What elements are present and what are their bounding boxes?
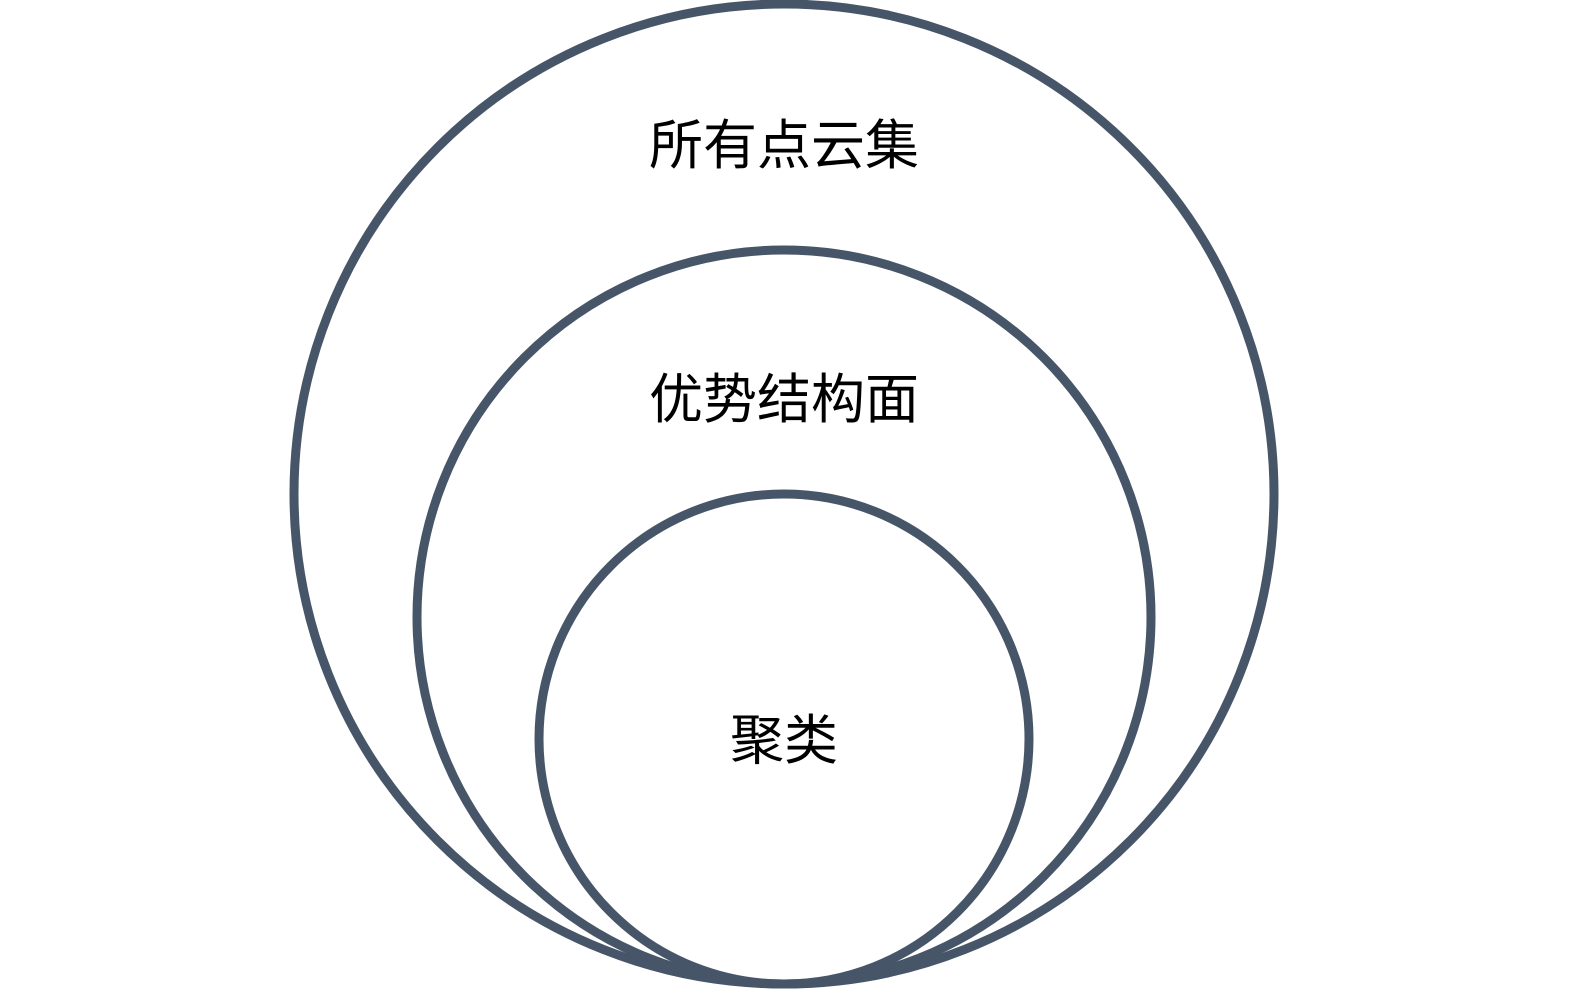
middle-circle-dominant-structural-planes <box>412 245 1156 989</box>
outer-set-label: 所有点云集 <box>649 114 919 177</box>
inner-set-label: 聚类 <box>730 709 838 772</box>
middle-set-label: 优势结构面 <box>649 368 919 431</box>
inner-circle-clusters <box>534 489 1034 989</box>
